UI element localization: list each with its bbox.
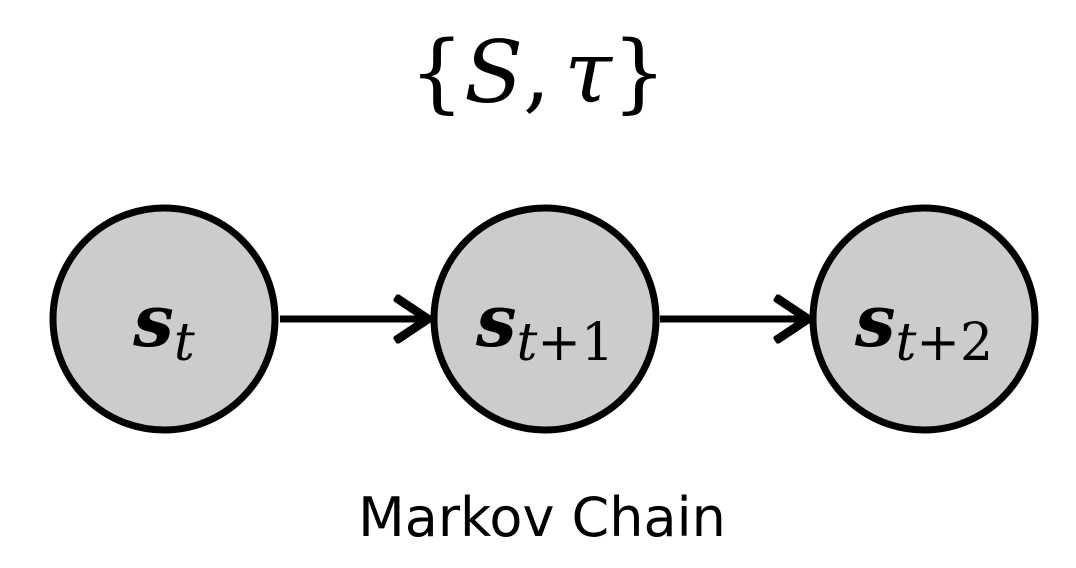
node-subscript-op: + — [537, 313, 581, 373]
node-label: st+1 — [475, 278, 614, 373]
node-circle — [49, 204, 279, 434]
node-circle — [809, 204, 1039, 434]
node-circle — [430, 204, 660, 434]
node-subscript-var: t — [516, 313, 537, 373]
title-open-brace: { — [409, 23, 464, 123]
node-subscript-var: t — [895, 313, 916, 373]
node-s-t-plus-1: st+1 — [430, 204, 660, 434]
diagram-title: {S,τ} — [409, 23, 666, 123]
node-symbol: s — [132, 278, 174, 363]
node-subscript-num: 1 — [581, 313, 614, 373]
title-close-brace: } — [612, 23, 667, 123]
node-subscript-var: t — [174, 313, 195, 373]
node-symbol: s — [475, 278, 517, 363]
node-subscript-op: + — [916, 313, 960, 373]
title-separator: , — [523, 23, 550, 123]
node-label: st+2 — [854, 278, 993, 373]
title-set-symbol: S — [464, 23, 523, 123]
title-param-symbol: τ — [564, 23, 613, 123]
node-s-t-plus-2: st+2 — [809, 204, 1039, 434]
diagram-caption: Markov Chain — [358, 486, 726, 549]
node-subscript-num: 2 — [960, 313, 993, 373]
node-symbol: s — [854, 278, 896, 363]
node-s-t: st — [49, 204, 279, 434]
node-label: st — [132, 278, 195, 373]
